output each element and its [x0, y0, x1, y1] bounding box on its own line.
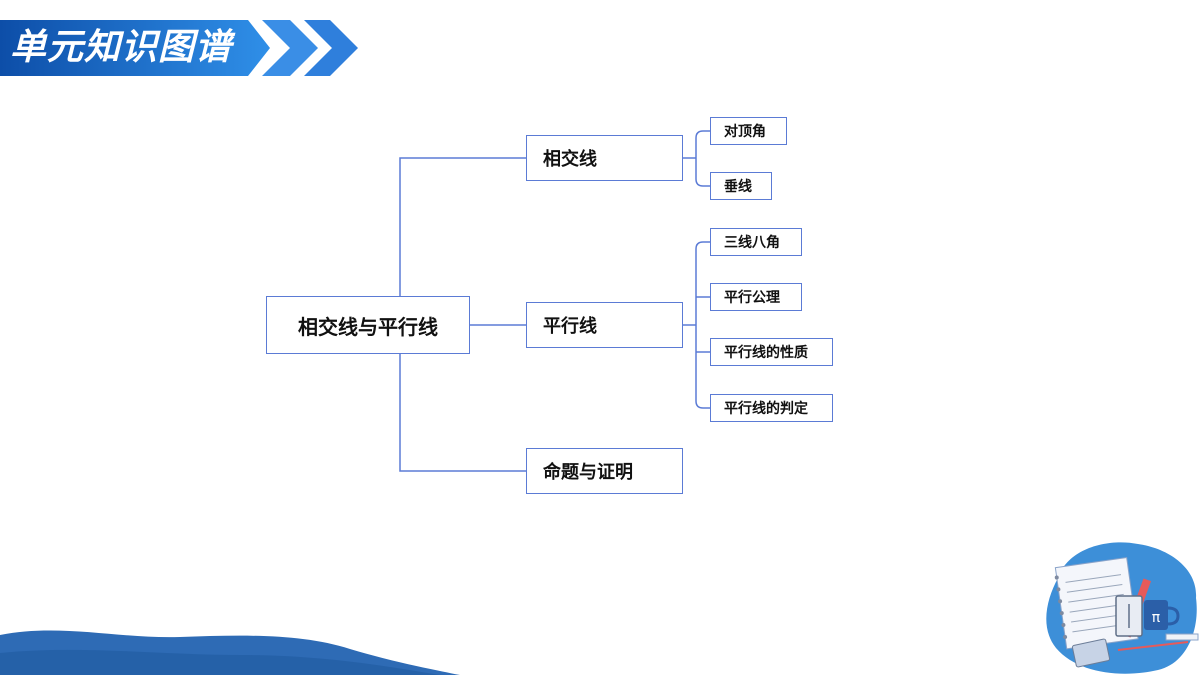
- calculator-icon: [1071, 638, 1111, 668]
- chevron-2-icon: [304, 20, 358, 76]
- math-illustration: π: [1046, 542, 1199, 674]
- pen-icon: [1117, 641, 1189, 651]
- pi-symbol: π: [1152, 610, 1161, 626]
- chevron-1-icon: [262, 20, 318, 76]
- leaf-node: 平行线的性质: [710, 338, 833, 366]
- branch-node-parallel-lines: 平行线: [526, 302, 683, 348]
- root-node: 相交线与平行线: [266, 296, 470, 354]
- branch-node-propositions: 命题与证明: [526, 448, 683, 494]
- leaf-node: 垂线: [710, 172, 772, 200]
- bottom-wave-decoration: [0, 630, 460, 675]
- leaf-node: 平行公理: [710, 283, 802, 311]
- branch-node-intersecting-lines: 相交线: [526, 135, 683, 181]
- leaf-node: 平行线的判定: [710, 394, 833, 422]
- header-bar: [0, 20, 270, 76]
- tablet-icon: [1115, 595, 1143, 637]
- ruler-icon: [1165, 633, 1199, 641]
- leaf-node: 三线八角: [710, 228, 802, 256]
- header-banner: [0, 20, 358, 76]
- pi-cup-icon: π: [1144, 600, 1180, 630]
- leaf-node: 对顶角: [710, 117, 787, 145]
- page-title: 单元知识图谱: [10, 27, 233, 68]
